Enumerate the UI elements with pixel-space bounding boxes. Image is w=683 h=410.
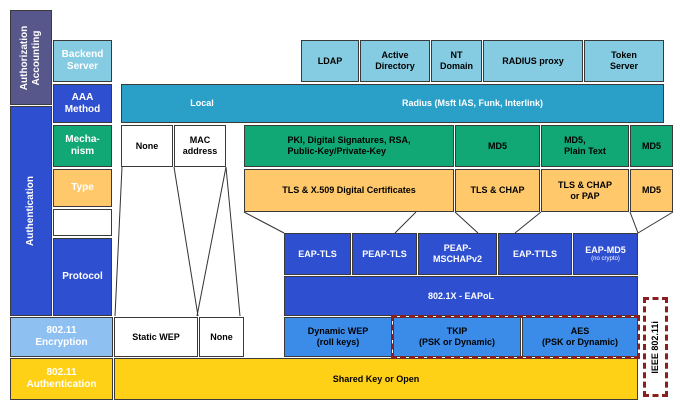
mechanism-mac-address: MAC address <box>174 125 226 167</box>
backend-server-label: Backend Server <box>53 40 112 82</box>
backend-ldap: LDAP <box>301 40 359 82</box>
encryption-static-wep: Static WEP <box>114 317 198 357</box>
mechanism-md5-plain-text: MD5, Plain Text <box>541 125 629 167</box>
mechanism-md5-b: MD5 <box>630 125 673 167</box>
protocol-eap-ttls: EAP-TTLS <box>498 233 572 275</box>
encryption-none: None <box>199 317 244 357</box>
aaa-method-label: AAA Method <box>53 84 112 123</box>
authorization-accounting-label: Authorization Accounting <box>10 10 52 105</box>
backend-nt-domain: NT Domain <box>431 40 482 82</box>
type-label: Type <box>53 169 112 207</box>
ieee-80211i-encryption-outline <box>391 315 640 359</box>
aaa-local: Local <box>121 84 282 123</box>
mechanism-pki: PKI, Digital Signatures, RSA, Public-Key… <box>244 125 454 167</box>
protocol-eapol: 802.1X - EAPoL <box>284 276 638 316</box>
protocol-label: Protocol <box>53 238 112 316</box>
mechanism-label: Mecha- nism <box>53 125 112 167</box>
ieee-80211i-label: IEEE 802.11i <box>650 320 661 374</box>
eap-md5-note: (no crypto) <box>591 255 620 262</box>
type-md5: MD5 <box>630 169 673 212</box>
backend-radius-proxy: RADIUS proxy <box>483 40 583 82</box>
auth-shared-key-or-open: Shared Key or Open <box>114 358 638 400</box>
backend-token-server: Token Server <box>584 40 664 82</box>
authentication-8021-label: 802.11 Authentication <box>10 358 113 400</box>
authentication-label: Authentication <box>10 106 52 316</box>
ieee-80211i-outline <box>643 297 668 397</box>
protocol-peap-tls: PEAP-TLS <box>352 233 417 275</box>
mechanism-md5-a: MD5 <box>455 125 540 167</box>
type-tls-chap-pap: TLS & CHAP or PAP <box>541 169 629 212</box>
encryption-label: 802.11 Encryption <box>10 317 113 357</box>
backend-active-directory: Active Directory <box>360 40 430 82</box>
empty-layer-cell <box>53 209 112 236</box>
protocol-peap-mschapv2: PEAP- MSCHAPv2 <box>418 233 497 275</box>
type-tls-chap: TLS & CHAP <box>455 169 540 212</box>
mechanism-none: None <box>121 125 173 167</box>
type-tls-x509: TLS & X.509 Digital Certificates <box>244 169 454 212</box>
aaa-radius: Radius (Msft IAS, Funk, Interlink) <box>282 84 664 123</box>
encryption-dynamic-wep: Dynamic WEP (roll keys) <box>284 317 392 357</box>
protocol-eap-tls: EAP-TLS <box>284 233 351 275</box>
protocol-eap-md5: EAP-MD5 (no crypto) <box>573 233 638 275</box>
eap-md5-label: EAP-MD5 <box>585 245 626 255</box>
